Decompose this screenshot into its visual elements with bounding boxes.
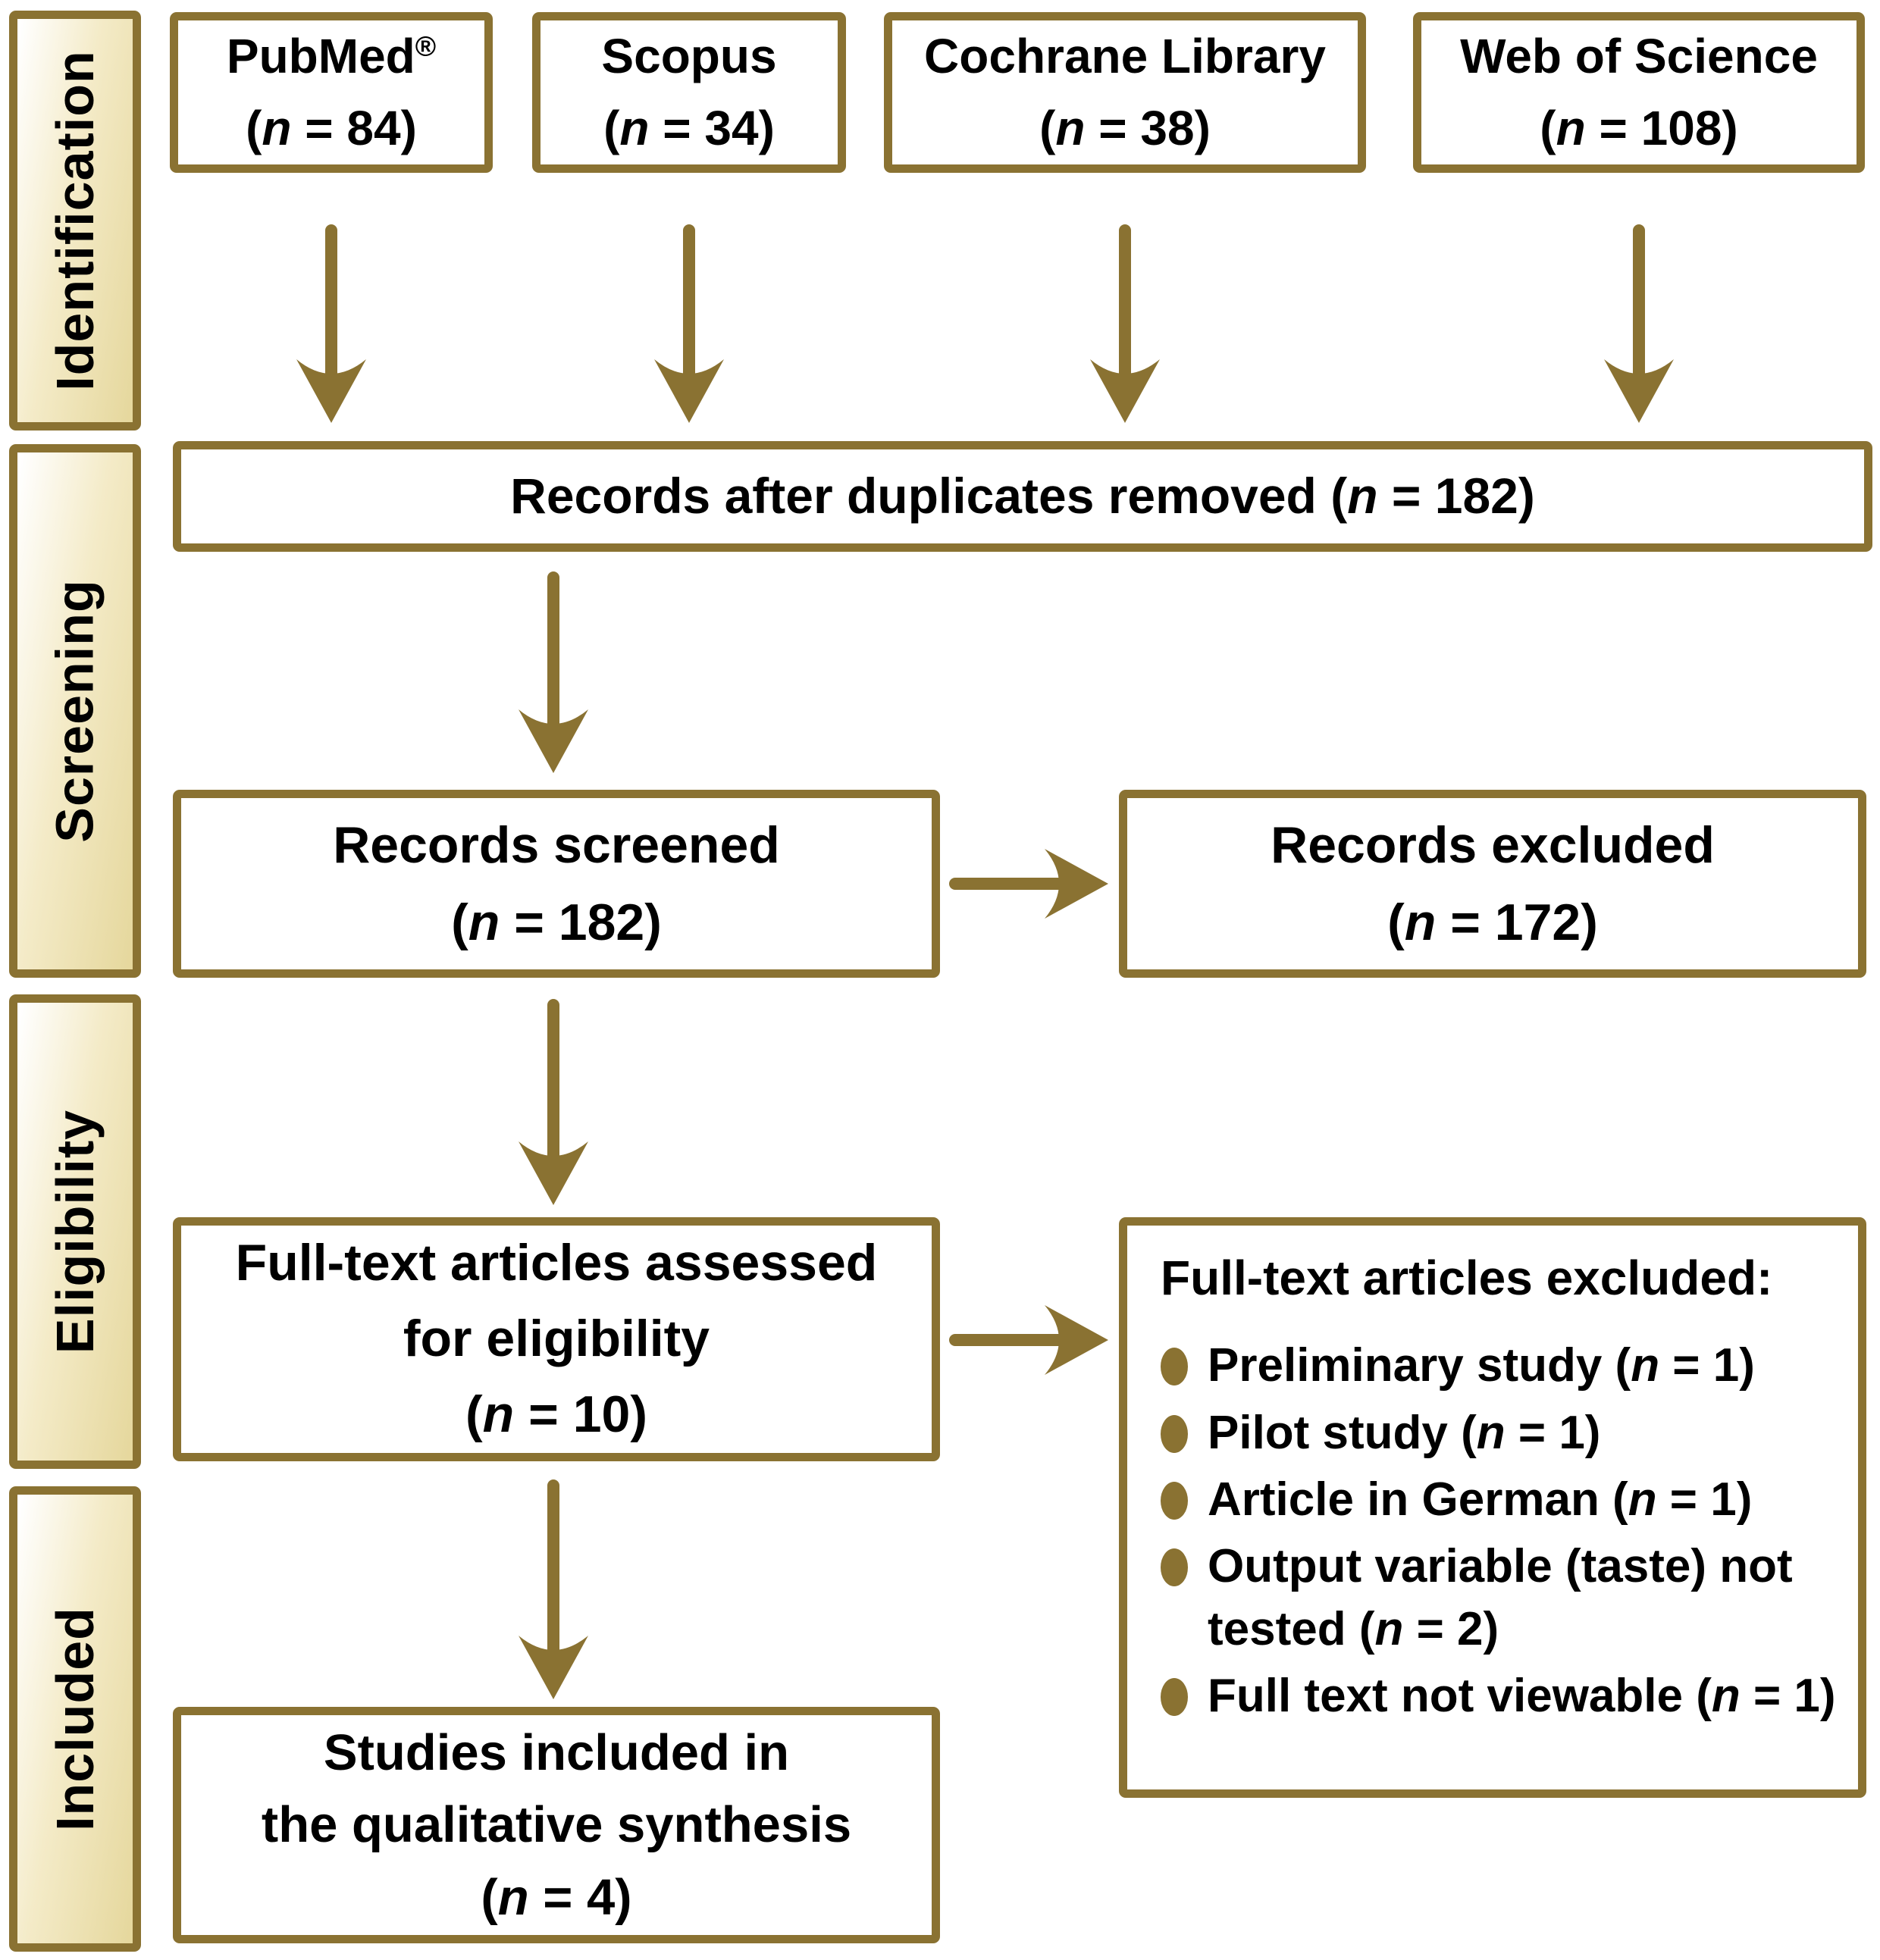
phase-label: Identification	[45, 50, 105, 391]
flow-arrow-down-icon	[1090, 224, 1160, 423]
fulltext-excluded-box: Full-text articles excluded: Preliminary…	[1119, 1217, 1866, 1798]
studies-included-label: Studies included in the qualitative synt…	[261, 1724, 852, 1926]
phase-band-identification: Identification	[9, 11, 141, 431]
phase-band-included: Included	[9, 1486, 141, 1952]
source-box-label: Web of Science (n = 108)	[1460, 29, 1818, 155]
fulltext-excluded-heading: Full-text articles excluded:	[1161, 1251, 1773, 1305]
records-excluded-box: Records excluded (n = 172)	[1119, 790, 1866, 978]
phase-band-screening: Screening	[9, 444, 141, 978]
records-after-duplicates-label: Records after duplicates removed (n = 18…	[510, 468, 1535, 524]
flow-arrow-down-icon	[519, 1479, 588, 1699]
studies-included-box: Studies included in the qualitative synt…	[173, 1707, 940, 1943]
phase-band-eligibility: Eligibility	[9, 994, 141, 1469]
bullet-icon	[1161, 1678, 1188, 1717]
source-box-label: Scopus (n = 34)	[601, 29, 777, 155]
exclusion-reason-list: Preliminary study (n = 1) Pilot study (n…	[1161, 1335, 1838, 1733]
source-box-label: PubMed® (n = 84)	[226, 29, 437, 155]
exclusion-reason-label: Preliminary study (n = 1)	[1208, 1339, 1755, 1392]
flow-arrow-down-icon	[1604, 224, 1674, 423]
records-screened-label: Records screened (n = 182)	[333, 816, 780, 951]
phase-label: Eligibility	[45, 1109, 105, 1354]
source-box-pubmed: PubMed® (n = 84)	[170, 12, 493, 173]
source-box-cochrane-library: Cochrane Library (n = 38)	[884, 12, 1366, 173]
bullet-icon	[1161, 1348, 1188, 1386]
bullet-icon	[1161, 1548, 1188, 1587]
exclusion-reason-item: Preliminary study (n = 1)	[1161, 1335, 1838, 1397]
exclusion-reason-label: Pilot study (n = 1)	[1208, 1406, 1601, 1459]
source-box-scopus: Scopus (n = 34)	[532, 12, 846, 173]
flow-arrow-right-icon	[949, 849, 1108, 919]
phase-label: Screening	[45, 579, 105, 843]
records-after-duplicates-box: Records after duplicates removed (n = 18…	[173, 441, 1872, 552]
exclusion-reason-label: Output variable (taste) not tested (n = …	[1208, 1540, 1793, 1655]
records-excluded-label: Records excluded (n = 172)	[1271, 816, 1715, 951]
phase-label: Included	[45, 1607, 105, 1831]
flow-arrow-down-icon	[296, 224, 366, 423]
flow-arrow-down-icon	[519, 571, 588, 773]
source-box-web-of-science: Web of Science (n = 108)	[1413, 12, 1865, 173]
bullet-icon	[1161, 1414, 1188, 1453]
source-box-label: Cochrane Library (n = 38)	[924, 29, 1326, 155]
bullet-icon	[1161, 1481, 1188, 1520]
flow-arrow-right-icon	[949, 1305, 1108, 1375]
flow-arrow-down-icon	[519, 999, 588, 1205]
fulltext-assessed-box: Full-text articles assessed for eligibil…	[173, 1217, 940, 1461]
exclusion-reason-item: Pilot study (n = 1)	[1161, 1402, 1838, 1464]
flow-arrow-down-icon	[654, 224, 724, 423]
exclusion-reason-item: Full text not viewable (n = 1)	[1161, 1665, 1838, 1727]
fulltext-assessed-label: Full-text articles assessed for eligibil…	[235, 1234, 878, 1443]
records-screened-box: Records screened (n = 182)	[173, 790, 940, 978]
exclusion-reason-item: Article in German (n = 1)	[1161, 1469, 1838, 1531]
exclusion-reason-label: Article in German (n = 1)	[1208, 1473, 1753, 1526]
exclusion-reason-label: Full text not viewable (n = 1)	[1208, 1670, 1836, 1723]
exclusion-reason-item: Output variable (taste) not tested (n = …	[1161, 1536, 1838, 1661]
